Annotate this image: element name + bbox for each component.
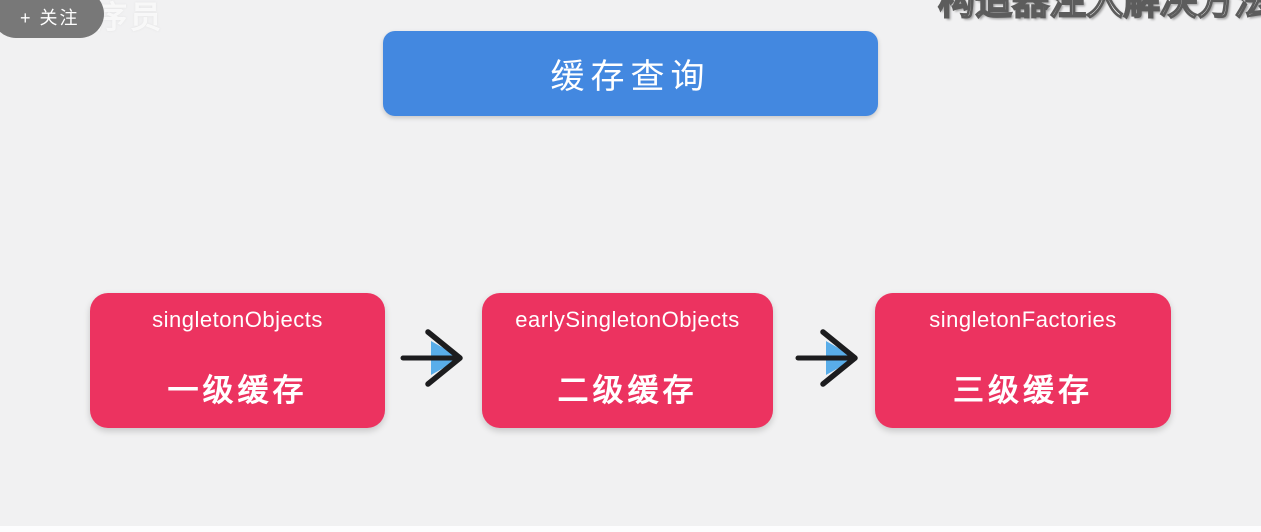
cache-node-level1: singletonObjects 一级缓存 [90,293,385,428]
cache-query-title-box: 缓存查询 [383,31,878,116]
arrow-right-icon [795,329,858,387]
cache-node-level1-code: singletonObjects [152,307,323,332]
cache-node-level3: singletonFactories 三级缓存 [875,293,1171,428]
cache-node-level2: earlySingletonObjects 二级缓存 [482,293,773,428]
arrow-right-icon [400,329,463,387]
title-watermark: 构造器注入解决方法 [937,0,1261,22]
cache-query-title: 缓存查询 [550,58,711,96]
title-watermark-clip: 构造器注入解决方法 [901,0,1261,23]
cache-node-level1-label: 一级缓存 [167,373,308,408]
cache-node-level3-label: 三级缓存 [953,373,1093,408]
cache-node-level2-label: 二级缓存 [557,373,698,408]
follow-button[interactable]: + 关注 [0,0,104,38]
cache-node-level2-code: earlySingletonObjects [515,307,740,332]
bottom-edge-strip [0,526,1261,532]
cache-node-level3-code: singletonFactories [929,307,1117,332]
